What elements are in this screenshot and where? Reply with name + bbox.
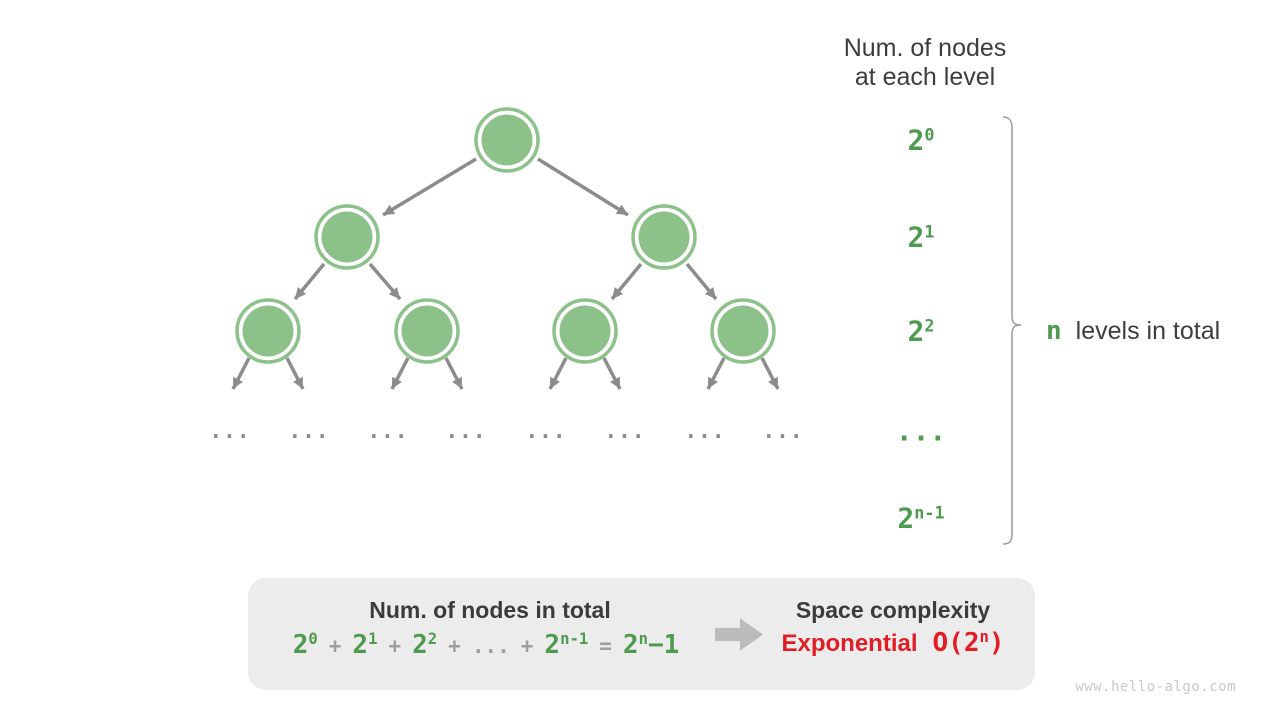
levels-total-note: n levels in total <box>1046 316 1220 346</box>
level-count-label: 20 <box>907 123 935 157</box>
right-block-arrow-icon <box>715 618 763 651</box>
ellipsis-label: ... <box>604 419 646 443</box>
tree-node <box>235 298 301 364</box>
formula-token: + <box>520 634 534 658</box>
ellipsis-label: ... <box>684 419 726 443</box>
tree-node <box>710 298 776 364</box>
ellipsis-label: ... <box>367 419 409 443</box>
tree-node <box>474 107 540 173</box>
complexity-name: Exponential <box>781 630 918 657</box>
header-line2: at each level <box>854 63 996 91</box>
tree-edges <box>231 157 780 390</box>
level-count-label: ... <box>895 414 947 448</box>
curly-brace <box>1002 116 1022 545</box>
summary-box: Num. of nodes in total 20 +21 +22 +... +2n-1… <box>248 578 1035 690</box>
formula-token: 2n−1 <box>622 630 680 660</box>
complexity-result: Exponential O(2n) <box>781 628 1004 658</box>
formula-token: ... <box>471 634 510 658</box>
tree-node <box>552 298 618 364</box>
header-line1: Num. of nodes <box>843 34 1007 62</box>
levels-total-label: levels in total <box>1075 317 1221 345</box>
formula-token: = <box>599 634 612 658</box>
ellipsis-label: ... <box>209 419 251 443</box>
ellipsis-label: ... <box>525 419 567 443</box>
right-panel-header: Num. of nodes at each level <box>844 34 1007 92</box>
tree-node <box>314 204 380 270</box>
nodes-total-formula: 20 +21 +22 +... +2n-1 = 2n−1 <box>293 630 680 660</box>
leaf-arrow <box>444 357 464 390</box>
edge-l2l-l3a <box>293 262 326 301</box>
leaf-arrow <box>760 357 780 390</box>
level-count-label: 2n-1 <box>897 501 945 535</box>
edge-root-right <box>537 157 629 217</box>
edge-l2r-l3d <box>685 262 718 301</box>
tree-nodes <box>235 107 776 364</box>
ellipsis-label: ... <box>288 419 330 443</box>
formula-token: 22 <box>412 630 438 660</box>
leaf-arrow <box>390 357 410 390</box>
leaf-arrow <box>706 357 726 390</box>
leaf-arrow <box>602 357 622 390</box>
space-complexity-title: Space complexity <box>795 597 991 623</box>
formula-token: 20 <box>292 630 318 660</box>
edge-l2r-l3c <box>610 262 643 301</box>
tree-node <box>631 204 697 270</box>
leaf-arrow <box>285 357 305 390</box>
nodes-total-title: Num. of nodes in total <box>369 597 611 623</box>
edge-l2l-l3b <box>368 262 402 301</box>
edge-root-left <box>382 157 477 217</box>
big-o-notation: O(2n) <box>932 628 1005 658</box>
leaf-arrow <box>231 357 251 390</box>
leaf-arrow <box>548 357 568 390</box>
formula-token: + <box>328 634 342 658</box>
n-symbol: n <box>1046 316 1062 346</box>
ellipsis-label: ... <box>762 419 804 443</box>
tree-node <box>394 298 460 364</box>
binary-tree-graphic <box>231 107 780 390</box>
watermark: www.hello-algo.com <box>1075 679 1236 695</box>
formula-token: 21 <box>352 630 378 660</box>
ellipsis-label: ... <box>445 419 487 443</box>
level-count-label: 22 <box>907 314 935 348</box>
level-count-label: 21 <box>907 220 935 254</box>
formula-token: + <box>448 634 461 658</box>
formula-token: 2n-1 <box>544 630 589 660</box>
formula-token: + <box>388 634 402 658</box>
